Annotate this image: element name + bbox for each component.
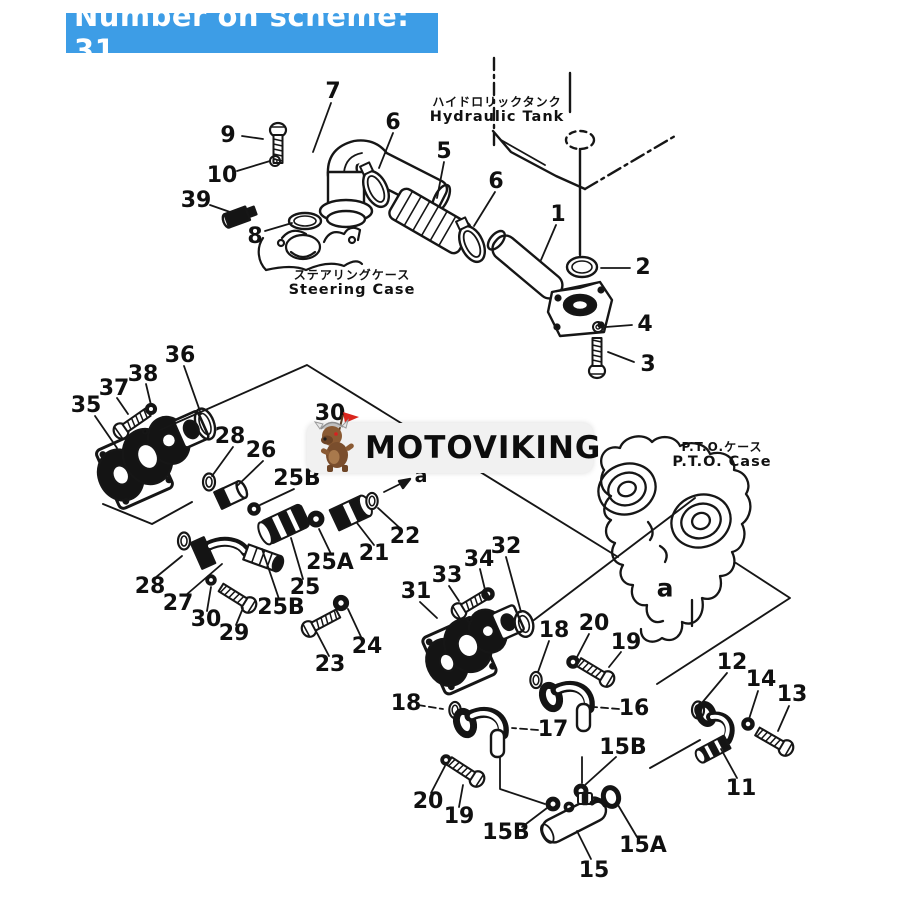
part-callout-34: 34 (463, 547, 495, 572)
right-fitting-group (690, 700, 798, 764)
part-callout-4: 4 (637, 312, 653, 337)
part-callout-35: 35 (70, 393, 102, 418)
part-callout-24: 24 (351, 634, 383, 659)
part-callout-19: 19 (610, 630, 642, 655)
pump-35 (95, 410, 210, 510)
middle-fitting-group (440, 653, 622, 844)
label-hydraulic-tank-en: Hydraulic Tank (429, 109, 565, 125)
label-pto-case-jp: P.T.O.ケース (681, 440, 763, 454)
label-pto-case: P.T.O.ケース P.T.O. Case (672, 440, 771, 470)
seal-15A (600, 785, 622, 809)
part-callout-25A: 25A (306, 550, 354, 575)
leader-lines (94, 102, 790, 860)
part-callout-38: 38 (127, 362, 159, 387)
part-callout-27: 27 (162, 591, 194, 616)
construction-lines (102, 364, 791, 769)
part-callout-33: 33 (431, 563, 463, 588)
connector-25 (257, 503, 310, 546)
label-hydraulic-tank-jp: ハイドロリックタンク (432, 95, 562, 109)
port-a-arrow (383, 477, 412, 493)
part-callout-1: 1 (550, 202, 566, 227)
suction-tube-assembly (486, 229, 614, 380)
fitting-21 (328, 494, 373, 532)
part-callout-12: 12 (716, 650, 748, 675)
part-callout-9: 9 (220, 123, 236, 148)
part-callout-20: 20 (578, 611, 610, 636)
watermark-text: MOTOVIKING (365, 430, 602, 466)
label-hydraulic-tank: ハイドロリックタンク Hydraulic Tank (430, 95, 565, 125)
part-callout-15B: 15B (482, 820, 530, 845)
part-callout-30: 30 (190, 607, 222, 632)
elbow-16 (538, 680, 595, 733)
left-fitting-group (176, 432, 412, 641)
part-callout-37: 37 (98, 376, 130, 401)
pto-case-outline (597, 435, 752, 643)
part-callout-28: 28 (134, 574, 166, 599)
elbow-11 (694, 701, 735, 764)
part-callout-3: 3 (640, 352, 656, 377)
part-callout-28: 28 (214, 424, 246, 449)
part-callout-21: 21 (358, 541, 390, 566)
elbow-27 (189, 536, 285, 573)
part-callout-22: 22 (389, 524, 421, 549)
label-steering-case: ステアリングケース Steering Case (289, 268, 416, 298)
part-callout-16: 16 (618, 696, 650, 721)
part-callout-25: 25 (289, 575, 321, 600)
part-callout-29: 29 (218, 621, 250, 646)
part-callout-5: 5 (436, 139, 452, 164)
part-callout-26: 26 (245, 438, 277, 463)
label-pto-case-en: P.T.O. Case (672, 454, 772, 470)
part-callout-11: 11 (725, 776, 757, 801)
part-callout-18: 18 (390, 691, 422, 716)
part-callout-17: 17 (537, 717, 569, 742)
elbow-7-assembly (221, 121, 492, 268)
part-callout-6: 6 (488, 169, 504, 194)
part-callout-39: 39 (180, 188, 212, 213)
viking-dog-icon (313, 412, 359, 472)
pump-31 (421, 604, 525, 696)
part-callout-7: 7 (325, 79, 341, 104)
part-callout-15: 15 (578, 858, 610, 883)
part-callout-15B: 15B (599, 735, 647, 760)
part-callout-14: 14 (745, 667, 777, 692)
elbow-17 (452, 706, 509, 759)
part-callout-2: 2 (635, 255, 651, 280)
label-steering-case-en: Steering Case (288, 282, 416, 298)
tube-15 (540, 791, 608, 844)
part-callout-31: 31 (400, 579, 432, 604)
plug-39 (221, 205, 258, 229)
part-callout-25B: 25B (257, 595, 305, 620)
part-callout-15A: 15A (619, 833, 667, 858)
part-callout-13: 13 (776, 682, 808, 707)
port-label-a: a (656, 573, 674, 603)
part-callout-19: 19 (443, 804, 475, 829)
part-callout-18: 18 (538, 618, 570, 643)
watermark-plate: MOTOVIKING (307, 412, 600, 473)
scheme-banner: Number on scheme: 31 (66, 0, 438, 67)
part-callout-10: 10 (206, 163, 238, 188)
label-steering-case-jp: ステアリングケース (293, 268, 411, 282)
fitting-26 (213, 479, 249, 510)
part-callout-25B: 25B (273, 466, 321, 491)
part-callout-8: 8 (247, 224, 263, 249)
hydraulic-tank-outline (491, 56, 677, 257)
part-callout-32: 32 (490, 534, 522, 559)
part-callout-36: 36 (164, 343, 196, 368)
part-callout-6: 6 (385, 110, 401, 135)
steering-case-outline (257, 226, 364, 272)
part-callout-20: 20 (412, 789, 444, 814)
part-callout-30: 30 (314, 401, 346, 426)
part-callout-23: 23 (314, 652, 346, 677)
scheme-banner-text: Number on scheme: 31 (74, 0, 410, 67)
